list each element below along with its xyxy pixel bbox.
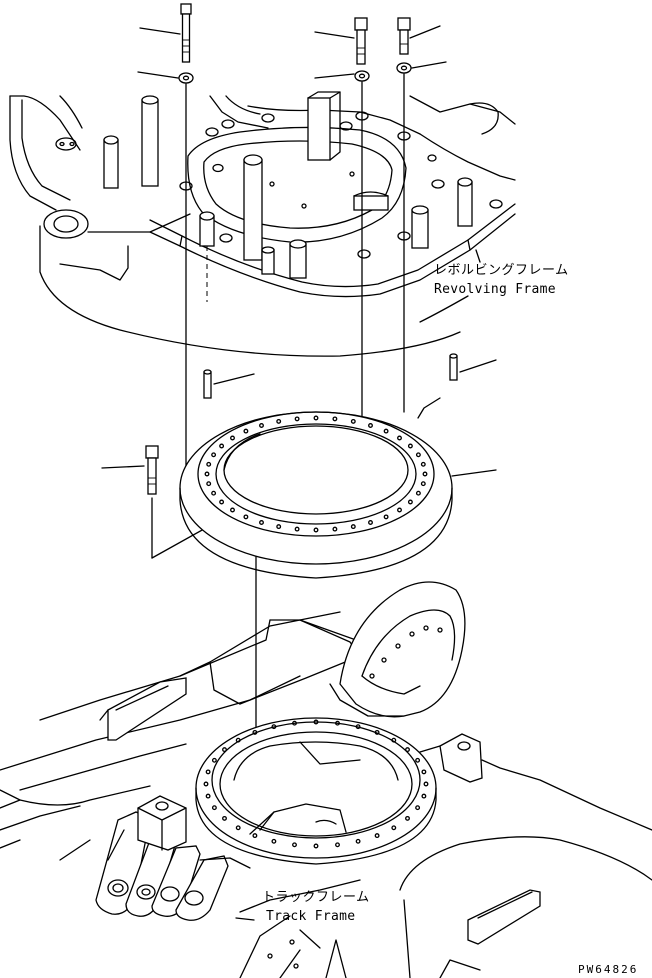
track-frame-bolt-hole (415, 757, 421, 763)
track-frame-bolt-hole (313, 843, 319, 849)
revolving-frame (9, 91, 516, 357)
track-frame-bolt-hole (222, 747, 227, 753)
track-frame-bolt-hole (391, 825, 397, 831)
track-frame-bolt-hole (335, 842, 340, 848)
swing-circle-bolt-hole (211, 452, 217, 458)
track-frame-bolt-hole (222, 815, 227, 821)
track-frame-bolt-hole (391, 737, 397, 743)
top-bolt-middle (314, 17, 368, 65)
swing-circle-bolt-hole (350, 524, 356, 530)
track-frame-label-jp: トラックフレーム (262, 890, 370, 905)
track-frame-bolt-hole (421, 793, 427, 799)
track-frame-bolt-hole (313, 719, 319, 725)
swing-circle-bolt-hole (230, 435, 235, 441)
revolving-frame-label-en: Revolving Frame (434, 282, 556, 297)
swing-circle-bolt-hole (415, 490, 421, 496)
track-frame-bolt-hole (405, 747, 410, 753)
track-frame-bolt-hole (292, 842, 297, 848)
track-frame-bolt-hole (415, 805, 421, 811)
swing-circle-bolt-hole (259, 423, 264, 428)
top-bolt-left (139, 3, 192, 63)
frame-bolt-holes (55, 111, 503, 259)
swing-circle-bolt-hole (350, 418, 356, 424)
swing-circle-bolt-hole (276, 524, 282, 530)
top-bolt-right (397, 17, 441, 55)
revolving-frame-label-jp: レボルビングフレーム (434, 263, 569, 278)
track-frame-label-en: Track Frame (266, 909, 356, 924)
track-frame-bolt-hole (271, 724, 277, 730)
swing-circle-bolt-hole (219, 443, 225, 449)
track-frame (0, 581, 652, 978)
dowel-pins (203, 353, 497, 399)
track-frame-bolt-hole (374, 729, 380, 735)
swing-circle-bolt-hole (204, 471, 210, 477)
track-frame-bolt-hole (252, 729, 258, 735)
track-frame-bolt-hole (211, 805, 217, 811)
track-frame-bolt-hole (271, 838, 277, 844)
track-frame-bolt-hole (405, 815, 410, 821)
track-frame-bolt-hole (205, 793, 211, 799)
swing-circle-bolt-hole (332, 526, 338, 532)
track-frame-bolt-hole (235, 737, 241, 743)
swing-circle-bolt-hole (219, 499, 225, 505)
swing-circle-bolt-hole (276, 418, 282, 424)
track-frame-bolt-hole (205, 769, 211, 775)
swing-circle-bolt-hole (420, 461, 426, 467)
swing-circle-bolt-hole (332, 416, 338, 422)
swing-circle-bolt-hole (368, 520, 373, 525)
swing-circle-bolt-hole (206, 481, 212, 487)
track-frame-bolt-hole (335, 720, 340, 726)
swing-circle (179, 397, 497, 579)
swing-circle-bolt-hole (294, 526, 300, 532)
track-frame-bolt-hole (374, 833, 380, 839)
alignment-lines (185, 73, 405, 831)
track-frame-bolt-hole (355, 838, 361, 844)
swing-circle-bolt-hole (243, 514, 249, 520)
track-frame-bolt-hole (203, 781, 209, 787)
swing-circle-bolt-hole (243, 428, 249, 434)
track-frame-bolt-hole (423, 781, 429, 787)
track-frame-bolt-hole (252, 833, 258, 839)
swing-circle-bolt-hole (415, 452, 421, 458)
swing-circle-bolt-hole (407, 443, 413, 449)
swing-circle-bolt-hole (397, 507, 402, 513)
swing-circle-bolt-hole (259, 520, 264, 525)
track-frame-bolt-hole (421, 769, 427, 775)
swing-circle-bolt-hole (422, 471, 428, 477)
swing-circle-bolt-hole (313, 527, 319, 533)
swing-circle-bolt-hole (383, 428, 389, 434)
swing-circle-bolt-hole (368, 423, 373, 428)
swing-circle-bolt-hole (206, 461, 212, 467)
swing-circle-bolt-hole (397, 435, 402, 441)
swing-circle-bolt-hole (383, 514, 389, 520)
swing-circle-bolt-hole (211, 490, 217, 496)
track-frame-bolt-hole (292, 720, 297, 726)
drawing-code: PW64826 (578, 963, 639, 976)
track-frame-bolt-hole (355, 724, 361, 730)
track-frame-bolt-hole (235, 825, 241, 831)
swing-circle-bolt-hole (313, 415, 319, 421)
swing-circle-bolt-hole (230, 507, 235, 513)
swing-circle-bolt-hole (420, 481, 426, 487)
swing-circle-bolt-hole (407, 499, 413, 505)
track-frame-bolt-hole (211, 757, 217, 763)
top-washers (137, 61, 447, 84)
swing-circle-bolt-hole (294, 416, 300, 422)
frame-posts (103, 91, 473, 279)
